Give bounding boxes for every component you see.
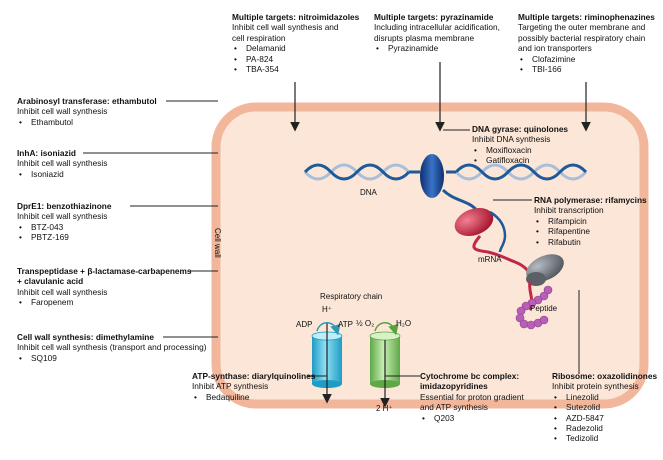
drug-item: Rifapentine [534,226,647,237]
dna-gyrase [420,154,444,198]
drug-item: SQ109 [17,353,207,364]
drug-item: Radezolid [552,423,657,434]
block-title: DprE1: benzothiazinone [17,201,112,211]
block-desc: Inhibit cell wall synthesis [17,211,108,222]
half-o2-label: ½ O₂ [356,319,375,328]
block-quinolones: DNA gyrase: quinolones Inhibit DNA synth… [472,124,568,166]
block-title: DNA gyrase: quinolones [472,124,569,134]
block-pyrazinamide: Multiple targets: pyrazinamide Including… [374,12,500,54]
block-nitroimidazoles: Multiple targets: nitroimidazoles Inhibi… [232,12,360,75]
drug-item: Moxifloxacin [472,145,568,156]
adp-label: ADP [296,320,313,329]
drug-item: Faropenem [17,297,192,308]
drug-item: Delamanid [232,43,359,54]
block-title: Ribosome: oxazolidinones [552,371,658,381]
atp-label: ATP [338,320,353,329]
block-title: Cell wall synthesis: dimethylamine [17,332,154,342]
h-plus-top-label: H⁺ [322,305,332,314]
block-title: InhA: isoniazid [17,148,76,158]
block-desc: possibly bacterial respiratory chain [518,32,646,43]
arrow-o2-h2o [374,322,399,336]
drug-item: Gatifloxacin [472,155,568,166]
drug-item: Bedaquiline [192,392,315,403]
block-desc: Inhibit protein synthesis [552,381,639,392]
block-desc: and ion transporters [518,43,592,54]
block-desc: Including intracellular acidification, [374,22,500,33]
block-diarylquinolines: ATP-synthase: diarylquinolines Inhibit A… [192,371,316,403]
drug-item: Linezolid [552,392,657,403]
peptide-chain [515,285,553,330]
drug-item: Rifabutin [534,237,647,248]
block-benzothiazinone: DprE1: benzothiazinone Inhibit cell wall… [17,201,112,243]
block-title: Multiple targets: nitroimidazoles [232,12,360,22]
drug-item: PBTZ-169 [17,232,112,243]
block-carbapenems: Transpeptidase + β-lactamase-carbapenems… [17,266,192,308]
block-imidazopyridines: Cytochrome bc complex: imidazopyridines … [420,371,524,423]
block-desc: Inhibit cell wall synthesis [17,158,108,169]
block-desc: Essential for proton gradient [420,391,524,402]
block-ethambutol: Arabinosyl transferase: ethambutol Inhib… [17,96,157,128]
drug-item: Isoniazid [17,169,107,180]
block-oxazolidinones: Ribosome: oxazolidinones Inhibit protein… [552,371,657,444]
block-title: Multiple targets: riminophenazines [518,12,655,22]
drug-item: TBI-166 [518,64,655,75]
drug-item: Q203 [420,413,524,424]
mrna-label: mRNA [478,255,502,264]
block-desc: Inhibit DNA synthesis [472,134,551,145]
block-desc: disrupts plasma membrane [374,32,475,43]
block-title: Cytochrome bc complex: [420,371,520,381]
block-desc: Inhibit transcription [534,205,604,216]
drug-item: Ethambutol [17,117,157,128]
block-title: Multiple targets: pyrazinamide [374,12,494,22]
block-title: Arabinosyl transferase: ethambutol [17,96,157,106]
block-rifamycins: RNA polymerase: rifamycins Inhibit trans… [534,195,647,247]
rna-polymerase [454,207,494,237]
drug-item: Rifampicin [534,216,647,227]
drug-item: PA-824 [232,54,359,65]
drug-item: AZD-5847 [552,413,657,424]
block-desc: cell respiration [232,32,286,43]
block-title: ATP-synthase: diarylquinolines [192,371,316,381]
cell-wall-label: Cell wall [213,228,222,258]
drug-item: BTZ-043 [17,222,112,233]
block-title: + clavulanic acid [17,276,84,287]
respiratory-chain-label: Respiratory chain [320,292,383,301]
block-isoniazid: InhA: isoniazid Inhibit cell wall synthe… [17,148,108,180]
drug-item: Pyrazinamide [374,43,500,54]
block-dimethylamine: Cell wall synthesis: dimethylamine Inhib… [17,332,207,364]
drug-item: Tedizolid [552,433,657,444]
block-desc: Inhibit cell wall synthesis [17,106,108,117]
mrna-tail [528,281,534,311]
block-desc: Inhibit cell wall synthesis [17,286,108,297]
block-desc: Targeting the outer membrane and [518,22,646,33]
peptide-label: Peptide [530,304,558,313]
block-title: imidazopyridines [420,381,488,392]
block-desc: Inhibit cell wall synthesis and [232,22,339,33]
block-title: RNA polymerase: rifamycins [534,195,647,205]
h2o-label: H₂O [396,319,412,328]
block-title: Transpeptidase + β-lactamase-carbapenems [17,266,192,276]
block-riminophenazines: Multiple targets: riminophenazines Targe… [518,12,655,75]
dna-label: DNA [360,188,377,197]
blue-strand-tail [489,210,507,253]
drug-item: Clofazimine [518,54,655,65]
block-desc: Inhibit cell wall synthesis (transport a… [17,342,207,353]
block-desc: Inhibit ATP synthesis [192,381,269,392]
drug-item: TBA-354 [232,64,359,75]
block-desc: and ATP synthesis [420,402,488,413]
drug-item: Sutezolid [552,402,657,413]
arrow-adp-atp [316,322,341,336]
two-h-plus-label: 2 H⁺ [376,404,393,413]
cell-membrane [211,102,649,409]
